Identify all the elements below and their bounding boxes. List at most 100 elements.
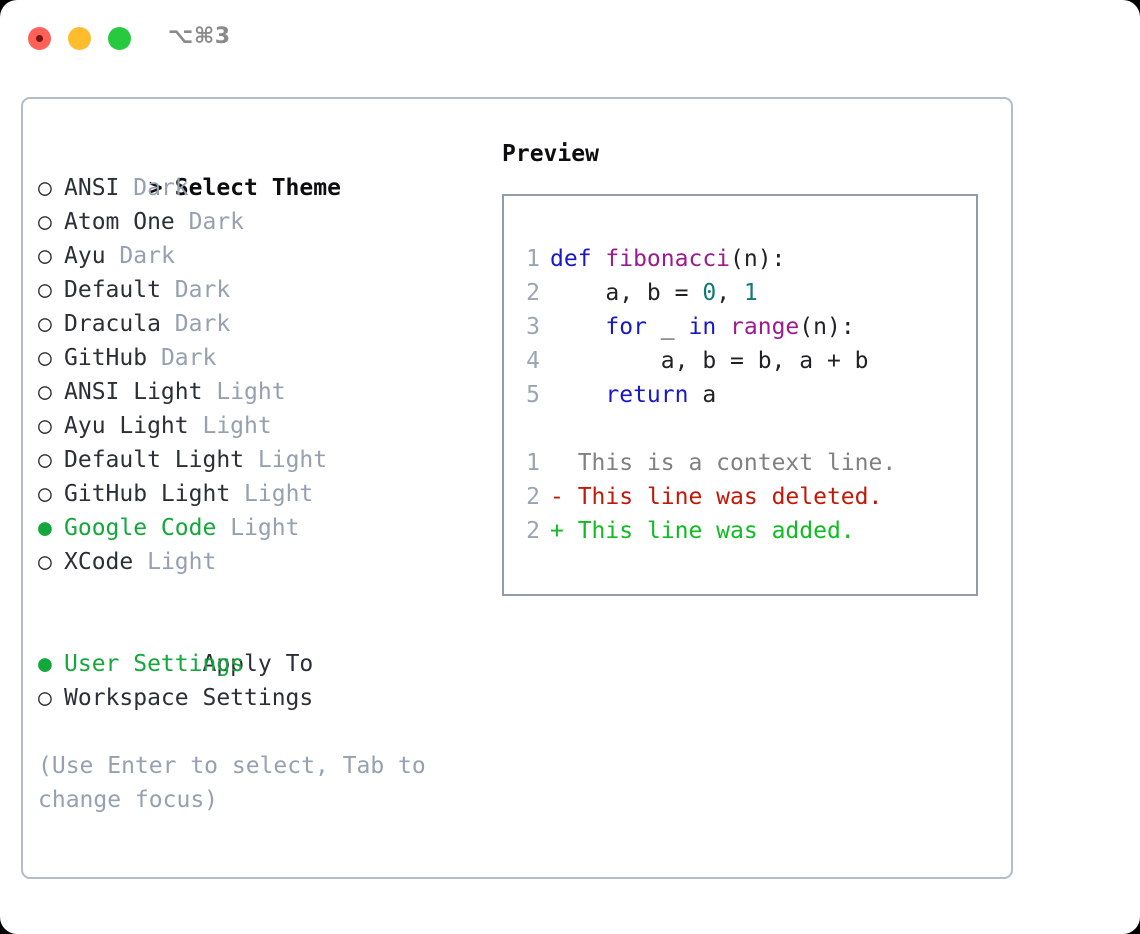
theme-list-item[interactable]: ○ ANSI Light Light xyxy=(38,375,488,409)
code-line: 5 return a xyxy=(504,378,976,412)
theme-name: GitHub Light xyxy=(64,481,231,507)
code-line: 4 a, b = b, a + b xyxy=(504,344,976,378)
apply-to-list: ● User Settings ○ Workspace Settings xyxy=(38,647,488,715)
diff-line: 2 + This line was added. xyxy=(504,514,976,548)
diff-line: 2- This line was deleted. xyxy=(504,480,976,514)
minimize-window-button[interactable] xyxy=(68,27,91,50)
line-number: 2 xyxy=(526,518,540,544)
apply-to-item[interactable]: ● User Settings xyxy=(38,647,488,681)
theme-name-suffix-gap xyxy=(106,243,120,269)
theme-variant-badge: Dark xyxy=(174,277,231,303)
close-window-button[interactable] xyxy=(28,27,51,50)
radio-unselected-icon[interactable]: ○ xyxy=(38,345,52,371)
theme-list-item[interactable]: ○ Ayu Dark xyxy=(38,239,488,273)
theme-list-item[interactable]: ○XCode Light xyxy=(38,545,488,579)
theme-variant-badge: Light xyxy=(216,379,286,405)
theme-list-item[interactable]: ○GitHub Light Light xyxy=(38,477,488,511)
code-token: a xyxy=(688,382,717,408)
theme-name-suffix-gap xyxy=(175,209,189,235)
line-number: 2 xyxy=(526,280,540,306)
radio-unselected-icon[interactable]: ○ xyxy=(38,481,52,507)
diff-text: This is a context line. xyxy=(563,450,897,476)
code-token xyxy=(550,314,605,340)
theme-name-suffix-gap xyxy=(216,515,230,541)
content-panel: >Select Theme ○ANSI Dark○Atom One Dark○A… xyxy=(21,97,1013,879)
theme-list-item[interactable]: ○Dracula Dark xyxy=(38,307,488,341)
line-number: 2 xyxy=(526,484,540,510)
title-bar: ⌥⌘3 xyxy=(0,0,1140,80)
radio-unselected-icon[interactable]: ○ xyxy=(38,311,52,337)
theme-list: ○ANSI Dark○Atom One Dark○Ayu Dark○Defaul… xyxy=(38,171,488,579)
code-token: for xyxy=(605,314,647,340)
radio-unselected-icon[interactable]: ○ xyxy=(38,549,52,575)
theme-list-item[interactable]: ○GitHub Dark xyxy=(38,341,488,375)
theme-name: ANSI xyxy=(64,175,120,201)
theme-variant-badge: Dark xyxy=(188,209,245,235)
apply-to-label: Workspace Settings xyxy=(64,685,314,711)
code-token: (n): xyxy=(799,314,855,340)
code-token: fibonacci xyxy=(605,246,731,272)
code-line: 2 a, b = 0, 1 xyxy=(504,276,976,310)
diff-sign: + xyxy=(550,518,564,544)
diff-preview: 1 This is a context line.2- This line wa… xyxy=(504,446,976,548)
radio-unselected-icon[interactable]: ○ xyxy=(38,379,52,405)
code-token: in xyxy=(688,314,717,340)
apply-to-label: User Settings xyxy=(64,651,245,677)
apply-to-item[interactable]: ○ Workspace Settings xyxy=(38,681,488,715)
line-number: 5 xyxy=(526,382,540,408)
radio-unselected-icon[interactable]: ○ xyxy=(38,209,52,235)
diff-text: This line was added. xyxy=(563,518,855,544)
preview-title: Preview xyxy=(502,141,599,167)
radio-unselected-icon[interactable]: ○ xyxy=(38,277,52,303)
line-number: 3 xyxy=(526,314,540,340)
theme-name: Google Code xyxy=(64,515,217,541)
theme-list-item[interactable]: ●Google Code Light xyxy=(38,511,488,545)
theme-list-item[interactable]: ○ANSI Dark xyxy=(38,171,488,205)
apply-to-section: ○Apply To ● User Settings ○ Workspace Setti… xyxy=(38,613,488,715)
theme-name-suffix-gap xyxy=(202,379,216,405)
theme-list-item[interactable]: ○ Ayu Light Light xyxy=(38,409,488,443)
apply-to-header-label: Apply To xyxy=(202,651,314,677)
code-token: range xyxy=(730,314,800,340)
code-token: a, b = b, a + b xyxy=(550,348,869,374)
theme-name: Atom One xyxy=(64,209,175,235)
theme-variant-badge: Light xyxy=(202,413,272,439)
line-number: 1 xyxy=(526,450,540,476)
theme-name-suffix-gap xyxy=(244,447,258,473)
code-token: _ xyxy=(646,314,689,340)
maximize-window-button[interactable] xyxy=(108,27,131,50)
theme-name: ANSI Light xyxy=(64,379,203,405)
theme-name: Ayu xyxy=(64,243,106,269)
code-token: def xyxy=(550,246,606,272)
radio-selected-icon[interactable]: ● xyxy=(38,515,52,541)
radio-selected-icon[interactable]: ● xyxy=(38,651,52,677)
radio-unselected-icon[interactable]: ○ xyxy=(38,413,52,439)
diff-sign: - xyxy=(550,484,564,510)
code-token xyxy=(550,382,605,408)
radio-unselected-icon[interactable]: ○ xyxy=(38,685,52,711)
theme-variant-badge: Light xyxy=(257,447,328,473)
radio-unselected-icon[interactable]: ○ xyxy=(38,447,52,473)
theme-list-item[interactable]: ○ Atom One Dark xyxy=(38,205,488,239)
diff-line: 1 This is a context line. xyxy=(504,446,976,480)
theme-name: Dracula xyxy=(64,311,161,337)
theme-list-item[interactable]: ○ Default Dark xyxy=(38,273,488,307)
theme-name: GitHub xyxy=(64,345,148,371)
theme-name: Default xyxy=(64,277,161,303)
theme-name: Ayu Light xyxy=(64,413,189,439)
theme-picker-header-label: Select Theme xyxy=(174,175,341,201)
theme-picker-column: >Select Theme ○ANSI Dark○Atom One Dark○A… xyxy=(38,137,488,817)
code-token: 1 xyxy=(743,280,758,306)
radio-unselected-icon[interactable]: ○ xyxy=(38,243,52,269)
keyboard-hint-text: (Use Enter to select, Tab to change focu… xyxy=(38,753,440,813)
theme-variant-badge: Dark xyxy=(119,243,175,269)
theme-name: XCode xyxy=(64,549,134,575)
theme-name-suffix-gap xyxy=(133,549,147,575)
theme-list-item[interactable]: ○Default Light Light xyxy=(38,443,488,477)
diff-text: This line was deleted. xyxy=(563,484,883,510)
radio-unselected-icon[interactable]: ○ xyxy=(38,175,52,201)
apply-to-header: ○Apply To xyxy=(38,613,488,677)
